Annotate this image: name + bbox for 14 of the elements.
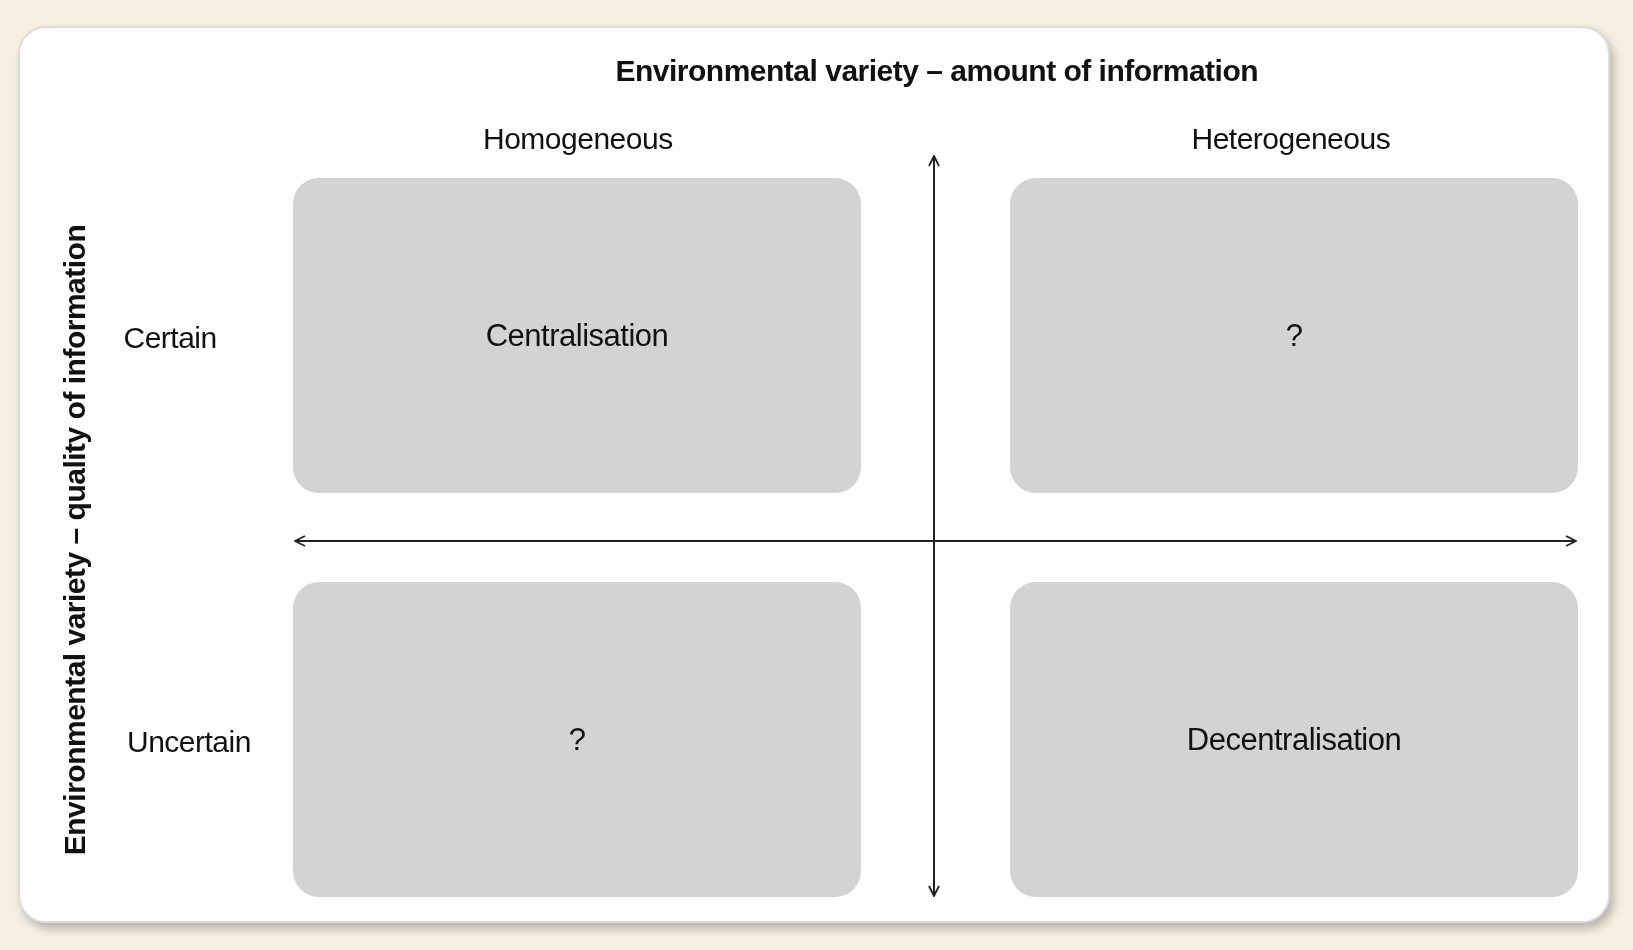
column-header: Homogeneous (483, 122, 673, 156)
quadrant-label: Decentralisation (1186, 721, 1402, 758)
quadrant-label: Centralisation (485, 317, 669, 354)
axis-title: Environmental variety – quality of information (58, 224, 93, 856)
row-header: Uncertain (127, 725, 251, 759)
quadrant-box (1010, 178, 1578, 493)
quadrant-box (293, 178, 861, 493)
quadrant-label: ? (568, 721, 586, 758)
row-header: Certain (123, 321, 217, 355)
quadrant-box (293, 582, 861, 897)
axis-title: Environmental variety – amount of information (615, 54, 1259, 88)
column-header: Heterogeneous (1191, 122, 1391, 156)
quadrant-box (1010, 582, 1578, 897)
quadrant-label: ? (1285, 317, 1303, 354)
